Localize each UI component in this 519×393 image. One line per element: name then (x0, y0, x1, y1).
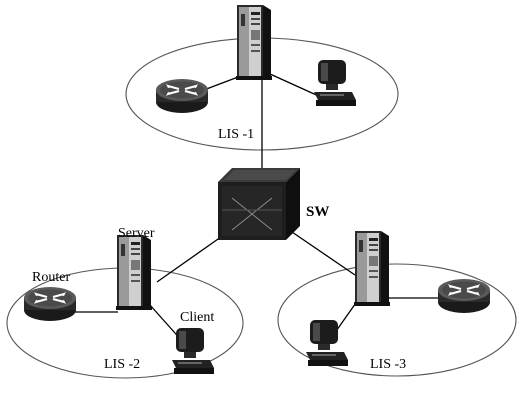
lis-3-label: LIS -3 (370, 357, 406, 372)
router-label: Router (32, 270, 70, 285)
lis-2-router-icon (22, 286, 78, 322)
lis-3-router-icon (436, 278, 492, 314)
atm-switch-icon (218, 168, 300, 240)
lis-1-router-icon (154, 78, 210, 114)
lis-2-client-icon (172, 328, 214, 374)
lis-1-client-icon (314, 60, 356, 106)
lis-3-server-icon (354, 231, 390, 306)
lis-2-server-icon (116, 235, 152, 310)
client-label: Client (180, 310, 214, 325)
switch-label: SW (306, 204, 329, 220)
lis-3-client-icon (306, 320, 348, 366)
lis-3-boundary (277, 263, 517, 377)
lis-1-label: LIS -1 (218, 127, 254, 142)
lis-1-server-icon (236, 5, 272, 80)
link-switch-lis3-server (291, 231, 356, 276)
server-label: Server (118, 226, 155, 241)
link-lis1-server-client (269, 73, 324, 99)
link-switch-lis2-server (156, 231, 229, 283)
lis-2-label: LIS -2 (104, 357, 140, 372)
